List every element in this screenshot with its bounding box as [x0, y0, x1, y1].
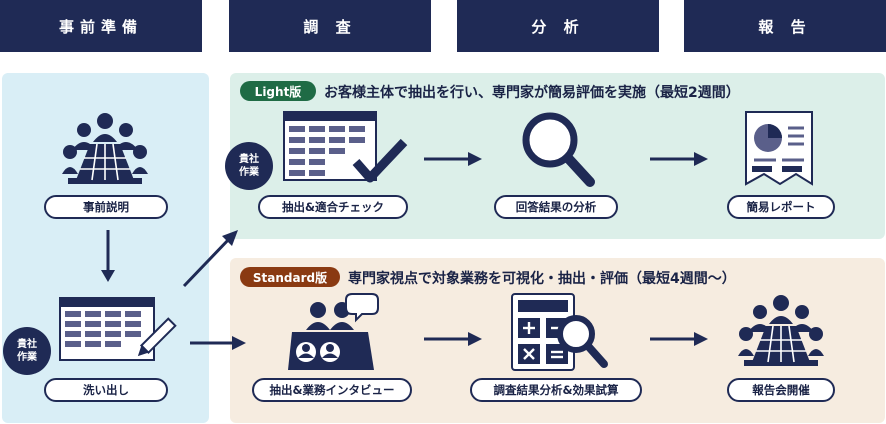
light-heading: お客様主体で抽出を行い、専門家が簡易評価を実施（最短2週間）	[324, 85, 740, 101]
light-step-analysis: 回答結果の分析	[494, 195, 618, 219]
standard-tag: Standard版	[240, 267, 340, 287]
light-step-extract-check: 抽出&適合チェック	[258, 195, 408, 219]
right-arrow-icon	[650, 152, 708, 166]
down-arrow-icon	[101, 230, 115, 282]
standard-step-report-meeting: 報告会開催	[727, 378, 835, 402]
standard-heading: 専門家視点で対象業務を可視化・抽出・評価（最短4週間～）	[348, 271, 736, 287]
badge-line1: 貴社	[239, 154, 259, 165]
prep-step-inventory: 洗い出し	[44, 378, 168, 402]
report-document-icon	[745, 111, 813, 186]
meeting-icon	[62, 113, 148, 184]
light-tag: Light版	[240, 81, 316, 101]
branch-arrow-up-icon	[182, 230, 238, 288]
calculator-magnifier-icon	[511, 293, 608, 371]
phase-analysis: 分 析	[457, 0, 659, 52]
badge-line1: 貴社	[17, 339, 37, 350]
client-work-badge-light: 貴社 作業	[225, 142, 273, 190]
right-arrow-icon	[650, 332, 708, 346]
spreadsheet-check-icon	[283, 111, 408, 183]
phase-research: 調 査	[229, 0, 431, 52]
badge-line2: 作業	[17, 352, 37, 363]
light-step-brief-report: 簡易レポート	[727, 195, 835, 219]
phase-prep: 事前準備	[0, 0, 202, 52]
prep-step-briefing: 事前説明	[44, 195, 168, 219]
client-work-badge-prep: 貴社 作業	[3, 327, 51, 375]
interview-icon	[288, 293, 379, 370]
right-arrow-icon	[424, 332, 482, 346]
right-arrow-icon	[424, 152, 482, 166]
standard-step-analysis-estimate: 調査結果分析&効果試算	[470, 378, 642, 402]
phase-report: 報 告	[684, 0, 886, 52]
magnifier-icon	[522, 112, 595, 187]
spreadsheet-pencil-icon	[59, 297, 177, 361]
meeting-icon	[738, 295, 824, 366]
branch-arrow-right-icon	[190, 336, 246, 350]
standard-step-interview: 抽出&業務インタビュー	[252, 378, 412, 402]
badge-line2: 作業	[239, 167, 259, 178]
